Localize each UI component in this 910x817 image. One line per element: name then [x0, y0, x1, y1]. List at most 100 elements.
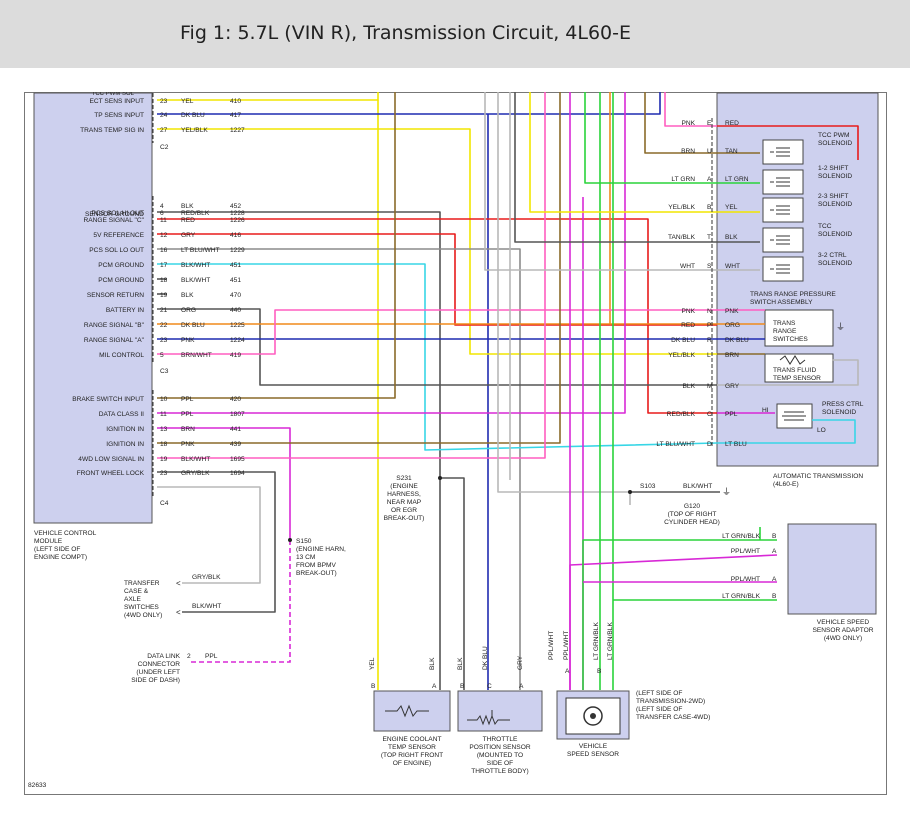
range-switch-title: SWITCH ASSEMBLY [750, 299, 813, 306]
dlc-label: (UNDER LEFT [136, 669, 180, 676]
vcm-pin-label: PCS SOL LO OUT [89, 247, 144, 254]
vcm-label: ENGINE COMPT) [34, 554, 87, 561]
solenoid-coil-icon [770, 264, 790, 274]
trans-pin-letter: R [707, 337, 712, 344]
vcm-label: VEHICLE CONTROL [34, 530, 97, 537]
vcm-body [33, 92, 153, 524]
vcm-pin-number: 18 [160, 277, 168, 284]
wire-ppl-420 [157, 92, 626, 414]
trans-pin-letter: T [707, 234, 711, 241]
transfer-arrow-icon: < [176, 579, 181, 588]
vcm-circuit-number: 440 [230, 307, 241, 314]
trans-wire-label: TAN/BLK [668, 234, 696, 241]
solenoid-label: SOLENOID [818, 140, 852, 147]
tps-label: (MOUNTED TO [477, 752, 523, 759]
range-switch-box [764, 309, 834, 347]
vcm-wire-color: BLK/WHT [181, 262, 210, 269]
vcm-pin-label: PCS SOL HI OUT [91, 210, 144, 217]
vssa-wire-label: PPL/WHT [731, 576, 760, 583]
press-ctrl-label: PRESS CTRL [822, 401, 864, 408]
vcm-circuit-number: 416 [230, 232, 241, 239]
solenoid-label: TCC [818, 223, 832, 230]
wire-org-440 [157, 92, 611, 325]
vcm-circuit-number: 1694 [230, 470, 245, 477]
vcm-pin-number: 18 [160, 441, 168, 448]
vssa-wire-label: LT GRN/BLK [722, 533, 760, 540]
wire-top-gry-s103 [497, 92, 631, 505]
vcm-pin-number: 12 [160, 232, 168, 239]
trans-pin-letter: N [707, 308, 712, 315]
vssa-body [787, 523, 877, 615]
vcm-label: MODULE [34, 538, 63, 545]
trans-inner-label: GRY [725, 383, 740, 390]
vcm-pin-number: 22 [160, 322, 168, 329]
vcm-pin-number: 21 [160, 307, 168, 314]
s150-label: S150 [296, 538, 312, 545]
vcm-circuit-number: 452 [230, 203, 241, 210]
transmission-title: AUTOMATIC TRANSMISSION [773, 473, 863, 480]
trans-inner-label: PPL [725, 411, 738, 418]
vcm-pin-label: RANGE SIGNAL "A" [84, 337, 145, 344]
wire-redblk-1228 [157, 218, 717, 414]
vcm-wire-color: YEL [181, 98, 194, 105]
transfer-case-label: (4WD ONLY) [124, 612, 162, 619]
trans-wire-label: BRN [681, 148, 695, 155]
vcm-circuit-number: 417 [230, 112, 241, 119]
trans-wire-label: WHT [680, 263, 695, 270]
vcm-wire-color: RED [181, 217, 195, 224]
ect-label: (TOP RIGHT FRONT [381, 752, 443, 759]
vcm-wire-color: BLK/WHT [181, 456, 210, 463]
vcm-wire-color: BLK/WHT [181, 277, 210, 284]
g120-label: (TOP OF RIGHT [668, 511, 717, 518]
vcm-circuit-number: 1228 [230, 210, 245, 217]
range-switch-label: SWITCHES [773, 336, 808, 343]
vcm-circuit-number: 470 [230, 292, 241, 299]
g120-label: G120 [684, 503, 700, 510]
trans-int-ltblu [717, 419, 856, 444]
ect-wire-label: BLK [429, 657, 436, 670]
solenoid-label: SOLENOID [818, 201, 852, 208]
vcm-pin-number: 11 [160, 217, 167, 224]
trans-wire-label: YEL/BLK [668, 352, 695, 359]
vss-wire-label: PPL/WHT [563, 631, 570, 660]
wire-blkwht-1695 [157, 471, 276, 613]
wire-blk-470 [157, 308, 717, 386]
vcm-pin-label: PCM GROUND [98, 277, 144, 284]
transmission-title: (4L60-E) [773, 481, 799, 488]
tps-label: THROTTLE BODY) [471, 768, 529, 775]
vcm-pin-label: DATA CLASS II [99, 411, 144, 418]
vcm-pin-label: RANGE SIGNAL "B" [84, 322, 145, 329]
vcm-circuit-number: 1226 [230, 217, 245, 224]
tps-wire-label: DK BLU [482, 646, 489, 670]
vcm-wire-color: RED/BLK [181, 210, 210, 217]
trans-inner-label: TAN [725, 148, 738, 155]
dlc-label: DATA LINK [147, 653, 180, 660]
vcm-pin-label: SENSOR GROUND [85, 211, 144, 218]
vcm-wire-color: YEL/BLK [181, 127, 208, 134]
vcm-circuit-number: 1807 [230, 411, 245, 418]
solenoid-label: 2-3 SHIFT [818, 193, 848, 200]
trans-pin-letter: A [707, 176, 712, 183]
trans-pin-letter: L [707, 352, 711, 359]
fluid-temp-box [764, 353, 834, 383]
vcm-circuit-number: 420 [230, 396, 241, 403]
vcm-wire-color: LT BLU/WHT [181, 247, 220, 254]
transfer-case-label: AXLE [124, 596, 141, 603]
s150-label: 13 CM [296, 554, 315, 561]
solenoid-label: 3-2 CTRL [818, 252, 847, 259]
trans-int-red [717, 125, 859, 160]
vcm-wire-color: BRN [181, 426, 195, 433]
trans-wire-label: LT BLU/WHT [656, 441, 695, 448]
wire-blk-tps [440, 477, 465, 690]
vss-location-label: TRANSFER CASE-4WD) [636, 714, 710, 721]
trans-wire-label: RED [681, 322, 695, 329]
vcm-pin-label: PCM GROUND [98, 262, 144, 269]
vcm-label: (LEFT SIDE OF [34, 546, 80, 553]
wire-dkblu-417 [157, 92, 661, 115]
dlc-label: SIDE OF DASH) [131, 677, 180, 684]
wire-pnk-trans [664, 92, 717, 127]
wire-ltgrn-trans [584, 92, 717, 184]
g120-label: CYLINDER HEAD) [664, 519, 720, 526]
vcm-wire-color: PNK [181, 337, 195, 344]
